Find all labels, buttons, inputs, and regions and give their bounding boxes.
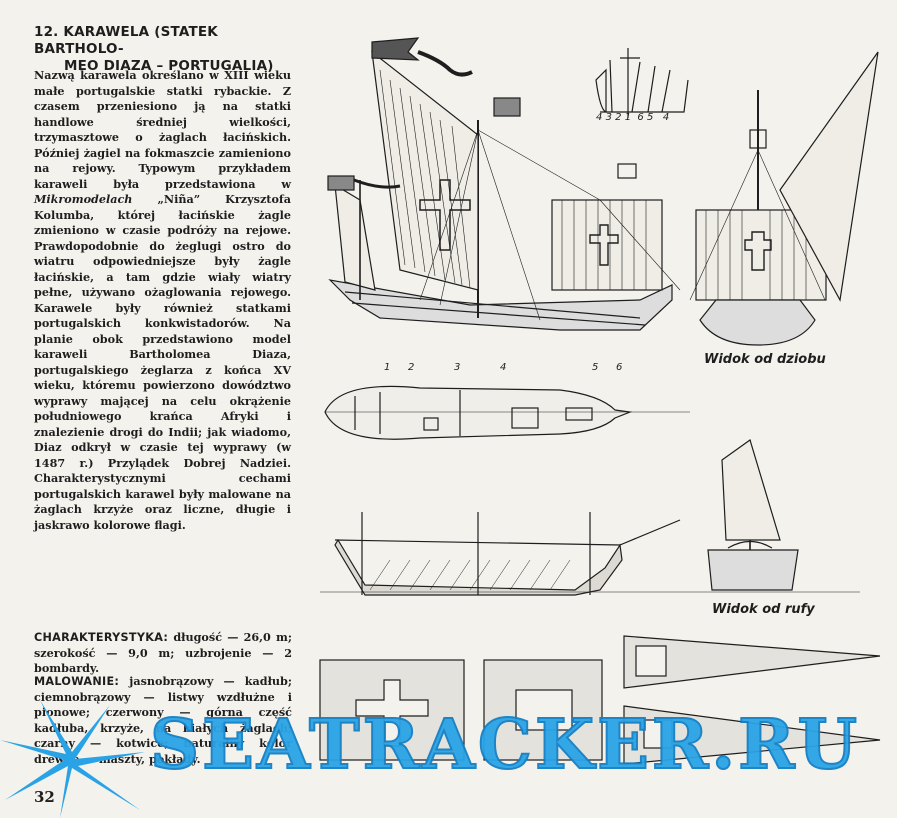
stern-view-drawing	[707, 439, 799, 591]
characteristics-label: CHARAKTERYSTYKA:	[34, 631, 169, 644]
station-mark-6: 6	[616, 362, 623, 373]
bow-view-drawing	[689, 51, 879, 346]
painting-label: MALOWANIE:	[34, 675, 120, 688]
station-mark-5: 5	[592, 362, 599, 373]
article-body: Nazwą karawela określano w XIII wieku ma…	[34, 68, 291, 533]
body-part-2: „Niña” Krzysztofa Kolumba, której łacińs…	[34, 192, 291, 532]
page-number: 32	[34, 788, 55, 806]
frame-section-drawing	[595, 48, 689, 118]
title-line-2: MEO DIAZA – PORTUGALIA)	[64, 58, 274, 74]
deck-plan-drawing	[324, 385, 690, 440]
caption-bow-view: Widok od dziobu	[704, 352, 826, 367]
watermark-star-icon	[0, 700, 145, 818]
article-title: 12. KARAWELA (STATEK BARTHOLO- MEO DIAZA…	[34, 24, 284, 75]
side-view-drawing	[327, 37, 681, 331]
body-italic: Mikromodelach	[34, 192, 133, 206]
station-mark-3: 3	[454, 362, 461, 373]
section-drawing	[320, 512, 860, 596]
station-mark-4: 4	[500, 362, 507, 373]
caption-stern-view: Widok od rufy	[712, 602, 815, 617]
frame-scale: 4 3 2 1 6 5 4	[596, 112, 670, 123]
body-part-1: Nazwą karawela określano w XIII wieku ma…	[34, 68, 291, 191]
watermark-text: SEATRACKER.RU	[149, 704, 860, 786]
characteristics: CHARAKTERYSTYKA: długość — 26,0 m; szero…	[34, 630, 292, 677]
characteristics-text: długość — 26,0 m; szerokość — 9,0 m; uzb…	[34, 630, 292, 675]
title-line-1: 12. KARAWELA (STATEK BARTHOLO-	[34, 24, 218, 57]
station-mark-1: 1	[384, 362, 391, 373]
flags-drawing	[319, 635, 881, 765]
station-mark-2: 2	[408, 362, 415, 373]
